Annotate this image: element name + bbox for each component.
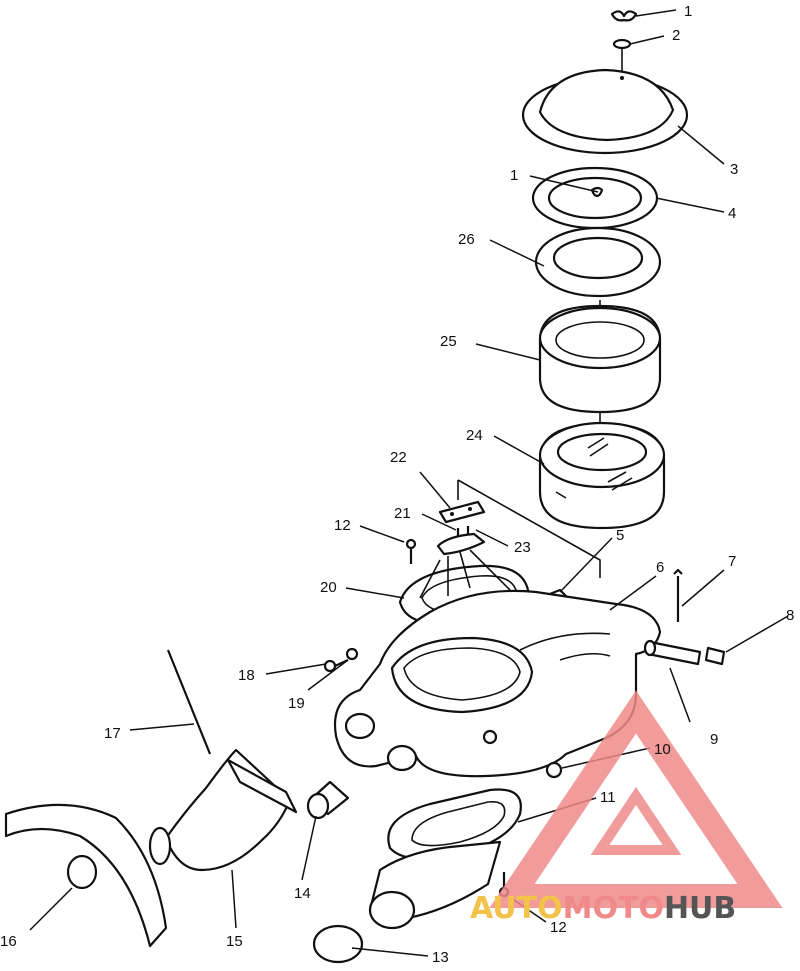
intake-duct xyxy=(368,840,502,930)
intake-boot xyxy=(148,748,298,872)
callout-5: 5 xyxy=(616,527,624,544)
callout-21: 21 xyxy=(394,505,411,522)
watermark-moto: MOTO xyxy=(563,891,664,926)
pre-filter xyxy=(538,304,662,414)
screw xyxy=(405,538,417,564)
duct-cap xyxy=(312,924,364,964)
watermark-text: AUTOMOTOHUB xyxy=(470,891,736,926)
watermark-hub: HUB xyxy=(664,891,736,926)
callout-23: 23 xyxy=(514,539,531,556)
adapter xyxy=(306,780,350,820)
callout-19: 19 xyxy=(288,695,305,712)
bracket-plate xyxy=(438,500,486,524)
washer xyxy=(612,38,632,50)
callout-13: 13 xyxy=(432,949,449,966)
drain-hose xyxy=(643,639,702,666)
callout-numbers: 1 2 3 1 4 26 25 24 22 21 23 12 5 6 7 8 2… xyxy=(0,3,794,966)
callout-12b: 12 xyxy=(550,919,567,936)
callout-8: 8 xyxy=(786,607,794,624)
callout-25: 25 xyxy=(440,333,457,350)
retainer-ring xyxy=(531,166,659,230)
airbox-housing xyxy=(333,589,662,778)
hose-cap xyxy=(704,646,726,666)
nut xyxy=(345,647,359,661)
callout-15: 15 xyxy=(226,933,243,950)
rod xyxy=(166,649,212,755)
callout-12: 12 xyxy=(334,517,351,534)
callout-1: 1 xyxy=(684,3,692,20)
callout-16: 16 xyxy=(0,933,17,950)
callout-18: 18 xyxy=(238,667,255,684)
callout-6: 6 xyxy=(656,559,664,576)
callout-3: 3 xyxy=(730,161,738,178)
callout-20: 20 xyxy=(320,579,337,596)
callout-24: 24 xyxy=(466,427,483,444)
drain-pin xyxy=(673,568,683,622)
callout-17: 17 xyxy=(104,725,121,742)
callout-14: 14 xyxy=(294,885,311,902)
frame-outline xyxy=(457,479,601,578)
callout-7: 7 xyxy=(728,553,736,570)
air-box-cover xyxy=(521,68,689,155)
intake-gasket xyxy=(387,788,522,860)
watermark-auto: AUTO xyxy=(470,891,563,926)
callout-11: 11 xyxy=(600,789,616,806)
air-filter-element xyxy=(538,421,666,530)
wing-nut xyxy=(610,10,638,22)
callout-9: 9 xyxy=(710,731,718,748)
filter-gasket xyxy=(534,226,662,298)
callout-2: 2 xyxy=(672,27,680,44)
grommet xyxy=(545,761,563,779)
watermark-logo xyxy=(489,690,783,908)
callout-1b: 1 xyxy=(510,167,518,184)
callout-22: 22 xyxy=(390,449,407,466)
callout-10: 10 xyxy=(654,741,671,758)
callout-4: 4 xyxy=(728,205,736,222)
callout-26: 26 xyxy=(458,231,475,248)
heat-shield xyxy=(4,803,168,948)
